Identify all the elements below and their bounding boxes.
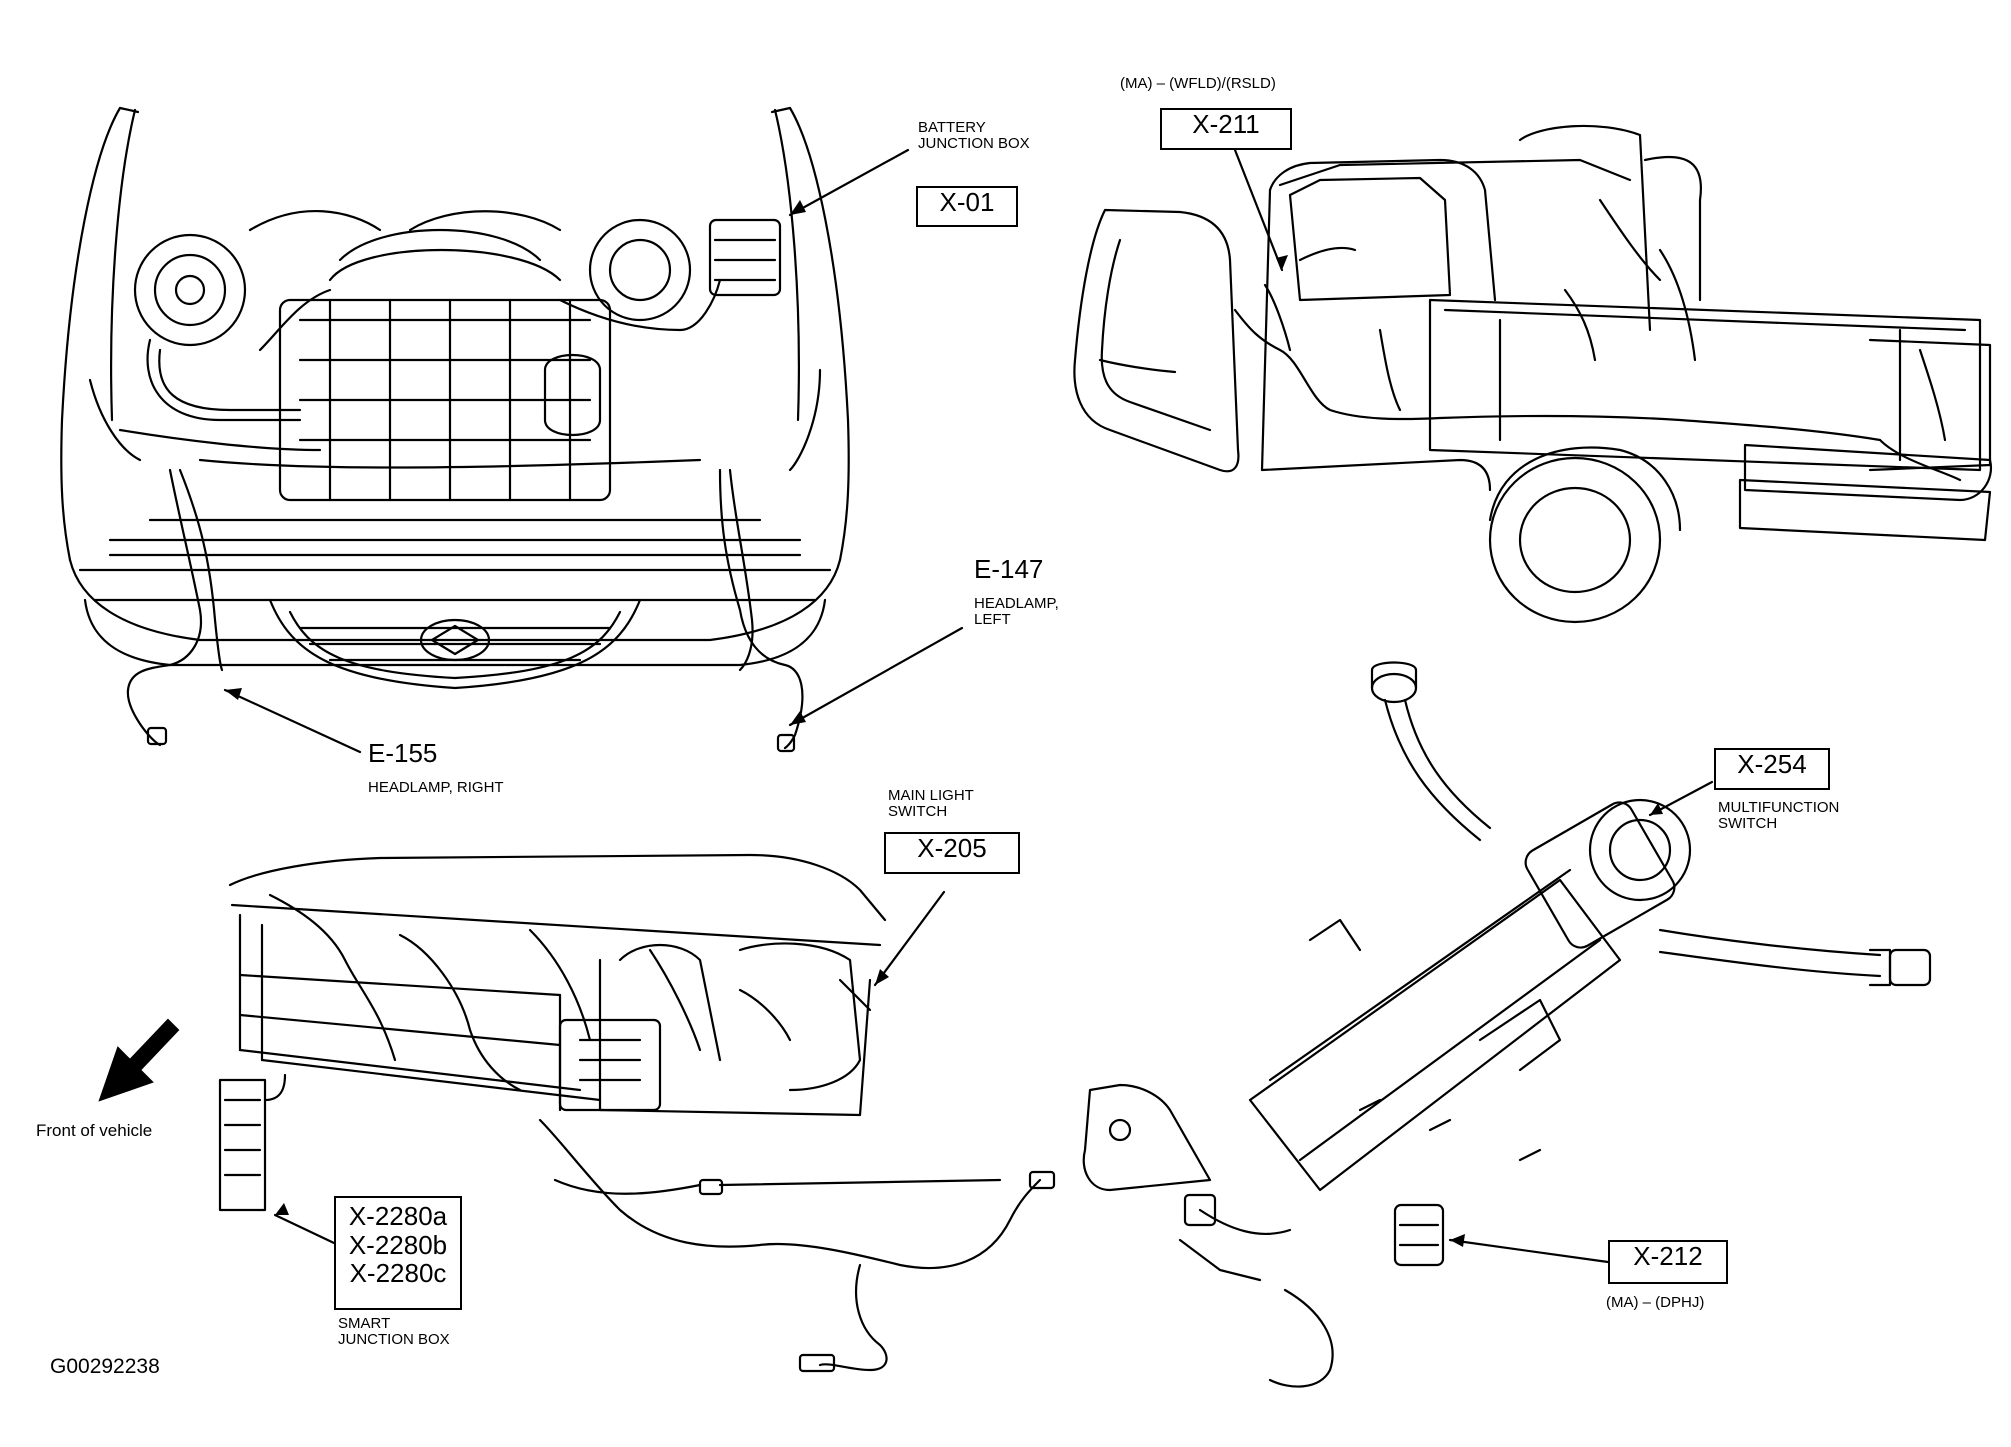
- connector-x-211-text: X-211: [1192, 109, 1260, 139]
- connector-x-2280-group: X-2280a X-2280b X-2280c: [334, 1196, 462, 1310]
- leader-arrowheads: [225, 200, 1663, 1247]
- instrument-panel-drawing: [218, 853, 1056, 1373]
- connector-x-2280c: X-2280c: [349, 1258, 447, 1289]
- front-of-vehicle-label: Front of vehicle: [36, 1121, 153, 1140]
- connector-e-155: E-155: [368, 738, 438, 768]
- pickup-truck-drawing: [1073, 124, 1993, 624]
- rear-harness-qualifier: (MA) – (WFLD)/(RSLD): [1120, 75, 1276, 92]
- multifunction-switch-label: MULTIFUNCTION SWITCH: [1718, 799, 1840, 832]
- headlamp-left-label: HEADLAMP, LEFT: [974, 595, 1059, 628]
- connector-x-254-text: X-254: [1737, 749, 1807, 779]
- battery-junction-box-label: BATTERY JUNCTION BOX: [918, 119, 1030, 152]
- engine-bay-drawing: [60, 106, 850, 753]
- connector-x-254: X-254: [1714, 748, 1830, 790]
- connector-e-147: E-147: [974, 554, 1044, 584]
- connector-x-212: X-212: [1608, 1240, 1728, 1284]
- front-of-vehicle-arrow-icon: [98, 1018, 180, 1102]
- connector-x-01-text: X-01: [939, 187, 995, 217]
- figure-id: G00292238: [50, 1355, 160, 1378]
- connector-x-2280b: X-2280b: [348, 1229, 448, 1260]
- connector-x-205-text: X-205: [917, 833, 987, 863]
- connector-x-211: X-211: [1160, 108, 1292, 150]
- connector-x-212-text: X-212: [1633, 1241, 1703, 1271]
- steering-column-qualifier: (MA) – (DPHJ): [1606, 1294, 1705, 1311]
- connector-x-01: X-01: [916, 186, 1018, 227]
- steering-column-drawing: [1082, 661, 1932, 1388]
- smart-junction-box-label: SMART JUNCTION BOX: [338, 1315, 450, 1348]
- headlamp-right-label: HEADLAMP, RIGHT: [368, 779, 504, 796]
- connector-x-205: X-205: [884, 832, 1020, 874]
- connector-x-2280a: X-2280a: [348, 1201, 448, 1231]
- leader-lines: [223, 148, 1714, 1264]
- main-light-switch-label: MAIN LIGHT SWITCH: [888, 787, 974, 820]
